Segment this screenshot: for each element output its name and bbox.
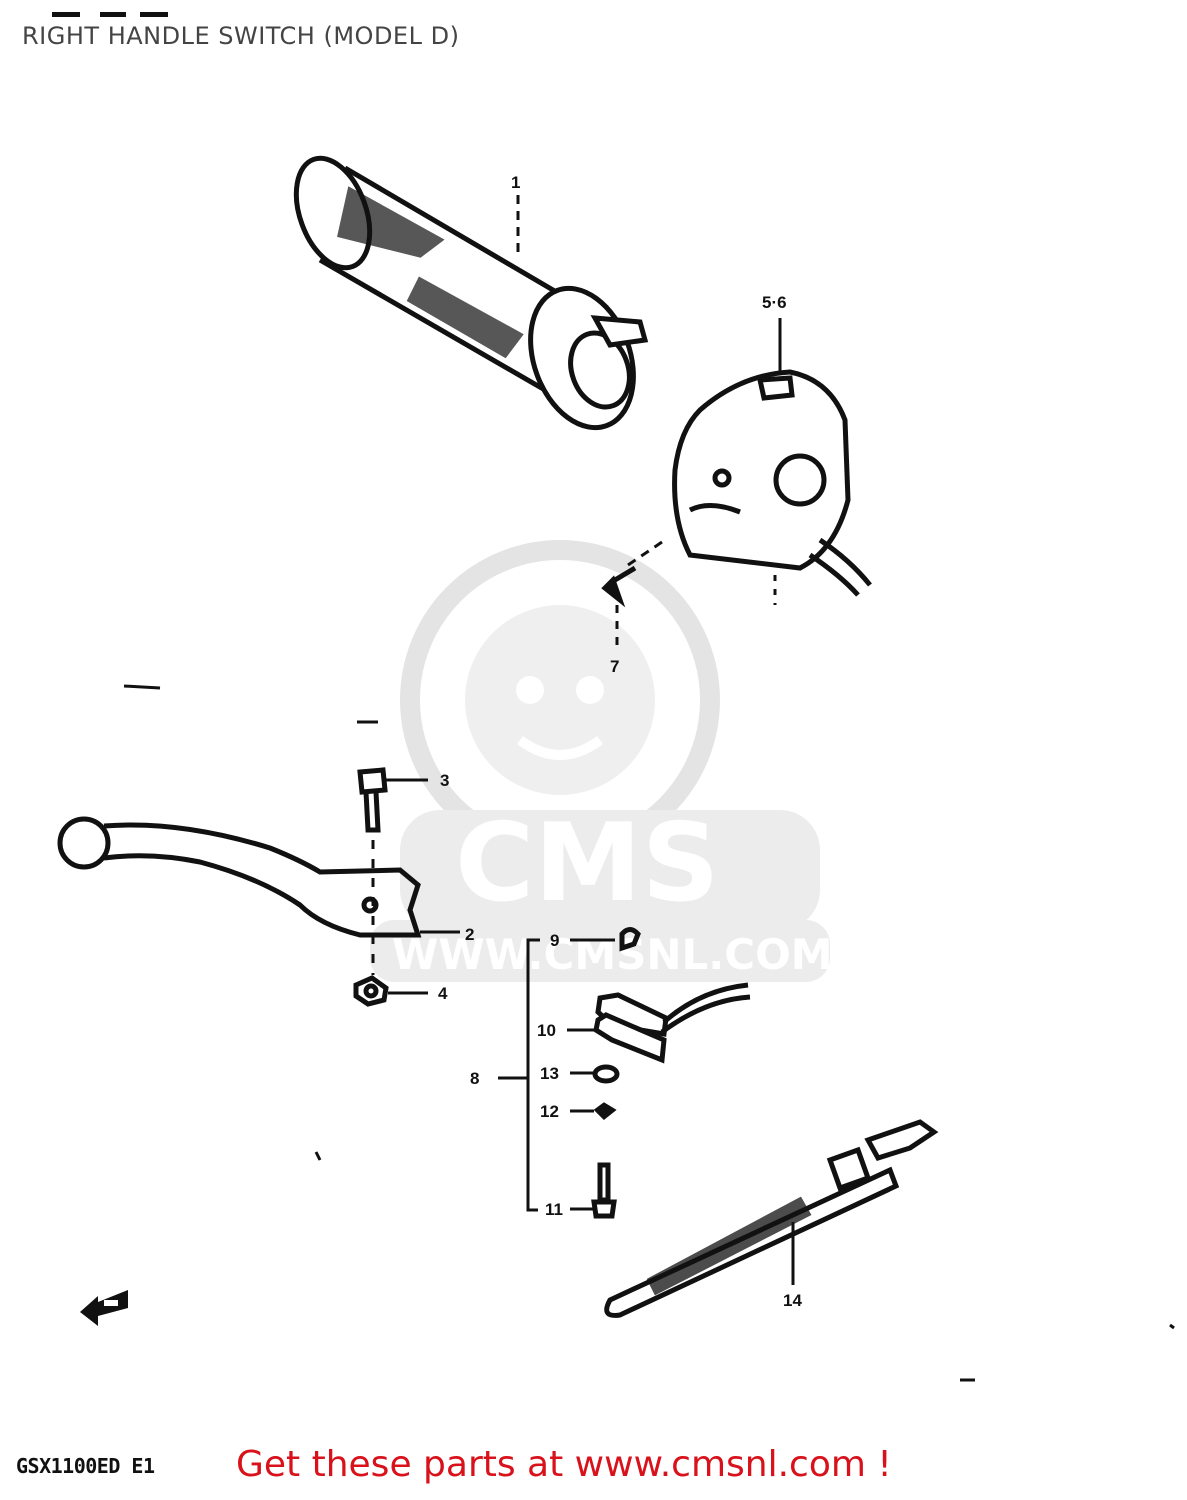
part-10-front-stop-switch xyxy=(593,982,751,1064)
page-title: RIGHT HANDLE SWITCH (MODEL D) xyxy=(22,22,460,50)
svg-text:WWW.CMSNL.COM: WWW.CMSNL.COM xyxy=(392,930,833,979)
callout-7: 7 xyxy=(610,657,619,676)
scan-marks xyxy=(123,684,1175,1382)
part-3-pivot-bolt xyxy=(357,767,388,833)
callout-2: 2 xyxy=(465,925,474,944)
front-direction-arrow-icon xyxy=(80,1290,128,1326)
part-2-brake-lever xyxy=(57,816,422,938)
part-1-throttle-grip xyxy=(293,155,649,431)
callout-4: 4 xyxy=(438,984,448,1003)
leader-7-upper xyxy=(627,538,666,567)
svg-text:CMS: CMS xyxy=(455,801,720,926)
callout-14: 14 xyxy=(783,1291,802,1310)
part-8-group-bracket xyxy=(498,938,540,1212)
part-14-cable-tie xyxy=(604,1119,939,1318)
callout-9: 9 xyxy=(550,931,559,950)
header-dash-marks xyxy=(52,12,168,17)
callout-12: 12 xyxy=(540,1102,559,1121)
part-11-screw xyxy=(591,1162,617,1219)
part-13-washer xyxy=(592,1064,620,1084)
part-9-clip xyxy=(619,927,641,952)
part-7-screw xyxy=(601,565,637,608)
callout-13: 13 xyxy=(540,1064,559,1083)
part-4-nut xyxy=(353,975,389,1007)
callout-1: 1 xyxy=(511,173,520,192)
callout-10: 10 xyxy=(537,1021,556,1040)
callout-11: 11 xyxy=(545,1200,563,1219)
callout-3: 3 xyxy=(440,771,449,790)
callout-5-6: 5·6 xyxy=(762,293,787,312)
callout-8: 8 xyxy=(470,1069,479,1088)
part-12-nut xyxy=(593,1102,617,1121)
promo-link[interactable]: Get these parts at www.cmsnl.com ! xyxy=(236,1444,892,1485)
cms-watermark: CMS WWW.CMSNL.COM xyxy=(370,540,833,982)
model-code: GSX1100ED E1 xyxy=(16,1454,155,1478)
part-5-6-switch-housing xyxy=(672,369,872,597)
